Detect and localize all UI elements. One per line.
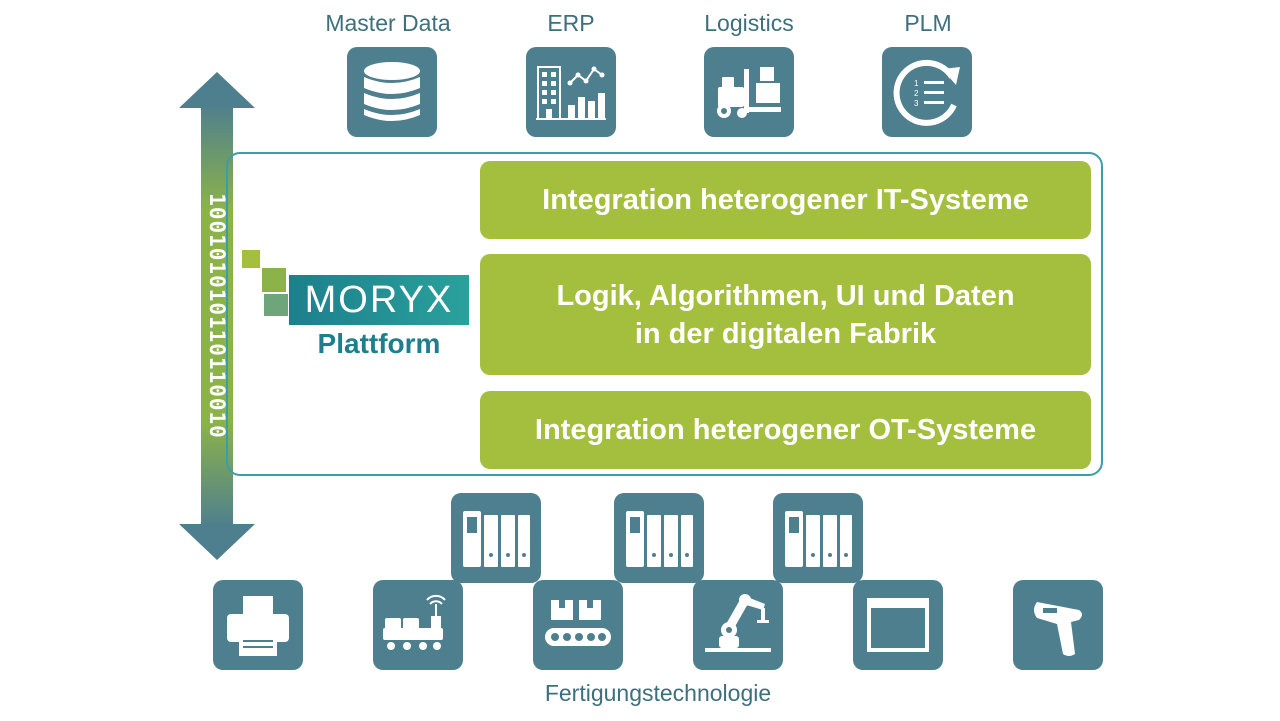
layer-logic-data: Logik, Algorithmen, UI und Daten in der …	[480, 254, 1091, 375]
svg-text:3: 3	[914, 99, 919, 108]
window-icon	[853, 580, 943, 670]
logo-brand-box: MORYX	[289, 275, 469, 325]
conveyor-icon	[533, 580, 623, 670]
building-chart-icon	[526, 47, 616, 137]
plc-icon	[451, 493, 541, 583]
database-icon	[347, 47, 437, 137]
iot-vehicle-icon	[373, 580, 463, 670]
moryx-logo: MORYX Plattform	[242, 250, 472, 362]
logo-square-1	[242, 250, 260, 268]
forklift-icon	[704, 47, 794, 137]
plc-icon	[773, 493, 863, 583]
svg-text:2: 2	[914, 89, 919, 98]
logo-square-3	[264, 294, 288, 316]
robot-arm-icon	[693, 580, 783, 670]
label-erp: ERP	[547, 10, 595, 36]
logo-brand: MORYX	[304, 278, 454, 321]
label-manufacturing-technology: Fertigungstechnologie	[544, 680, 772, 706]
label-logistics: Logistics	[704, 10, 794, 36]
logo-square-2	[262, 268, 286, 292]
layer-it-integration: Integration heterogener IT-Systeme	[480, 161, 1091, 239]
label-master-data: Master Data	[325, 10, 451, 36]
scanner-icon	[1013, 580, 1103, 670]
layer-ot-integration: Integration heterogener OT-Systeme	[480, 391, 1091, 469]
logo-subtitle: Plattform	[317, 328, 441, 359]
cycle-list-icon: 1 2 3	[882, 47, 972, 137]
svg-text:1: 1	[914, 79, 919, 88]
platform-frame	[226, 152, 1103, 476]
printer-icon	[213, 580, 303, 670]
plc-icon	[614, 493, 704, 583]
label-plm: PLM	[904, 10, 952, 36]
